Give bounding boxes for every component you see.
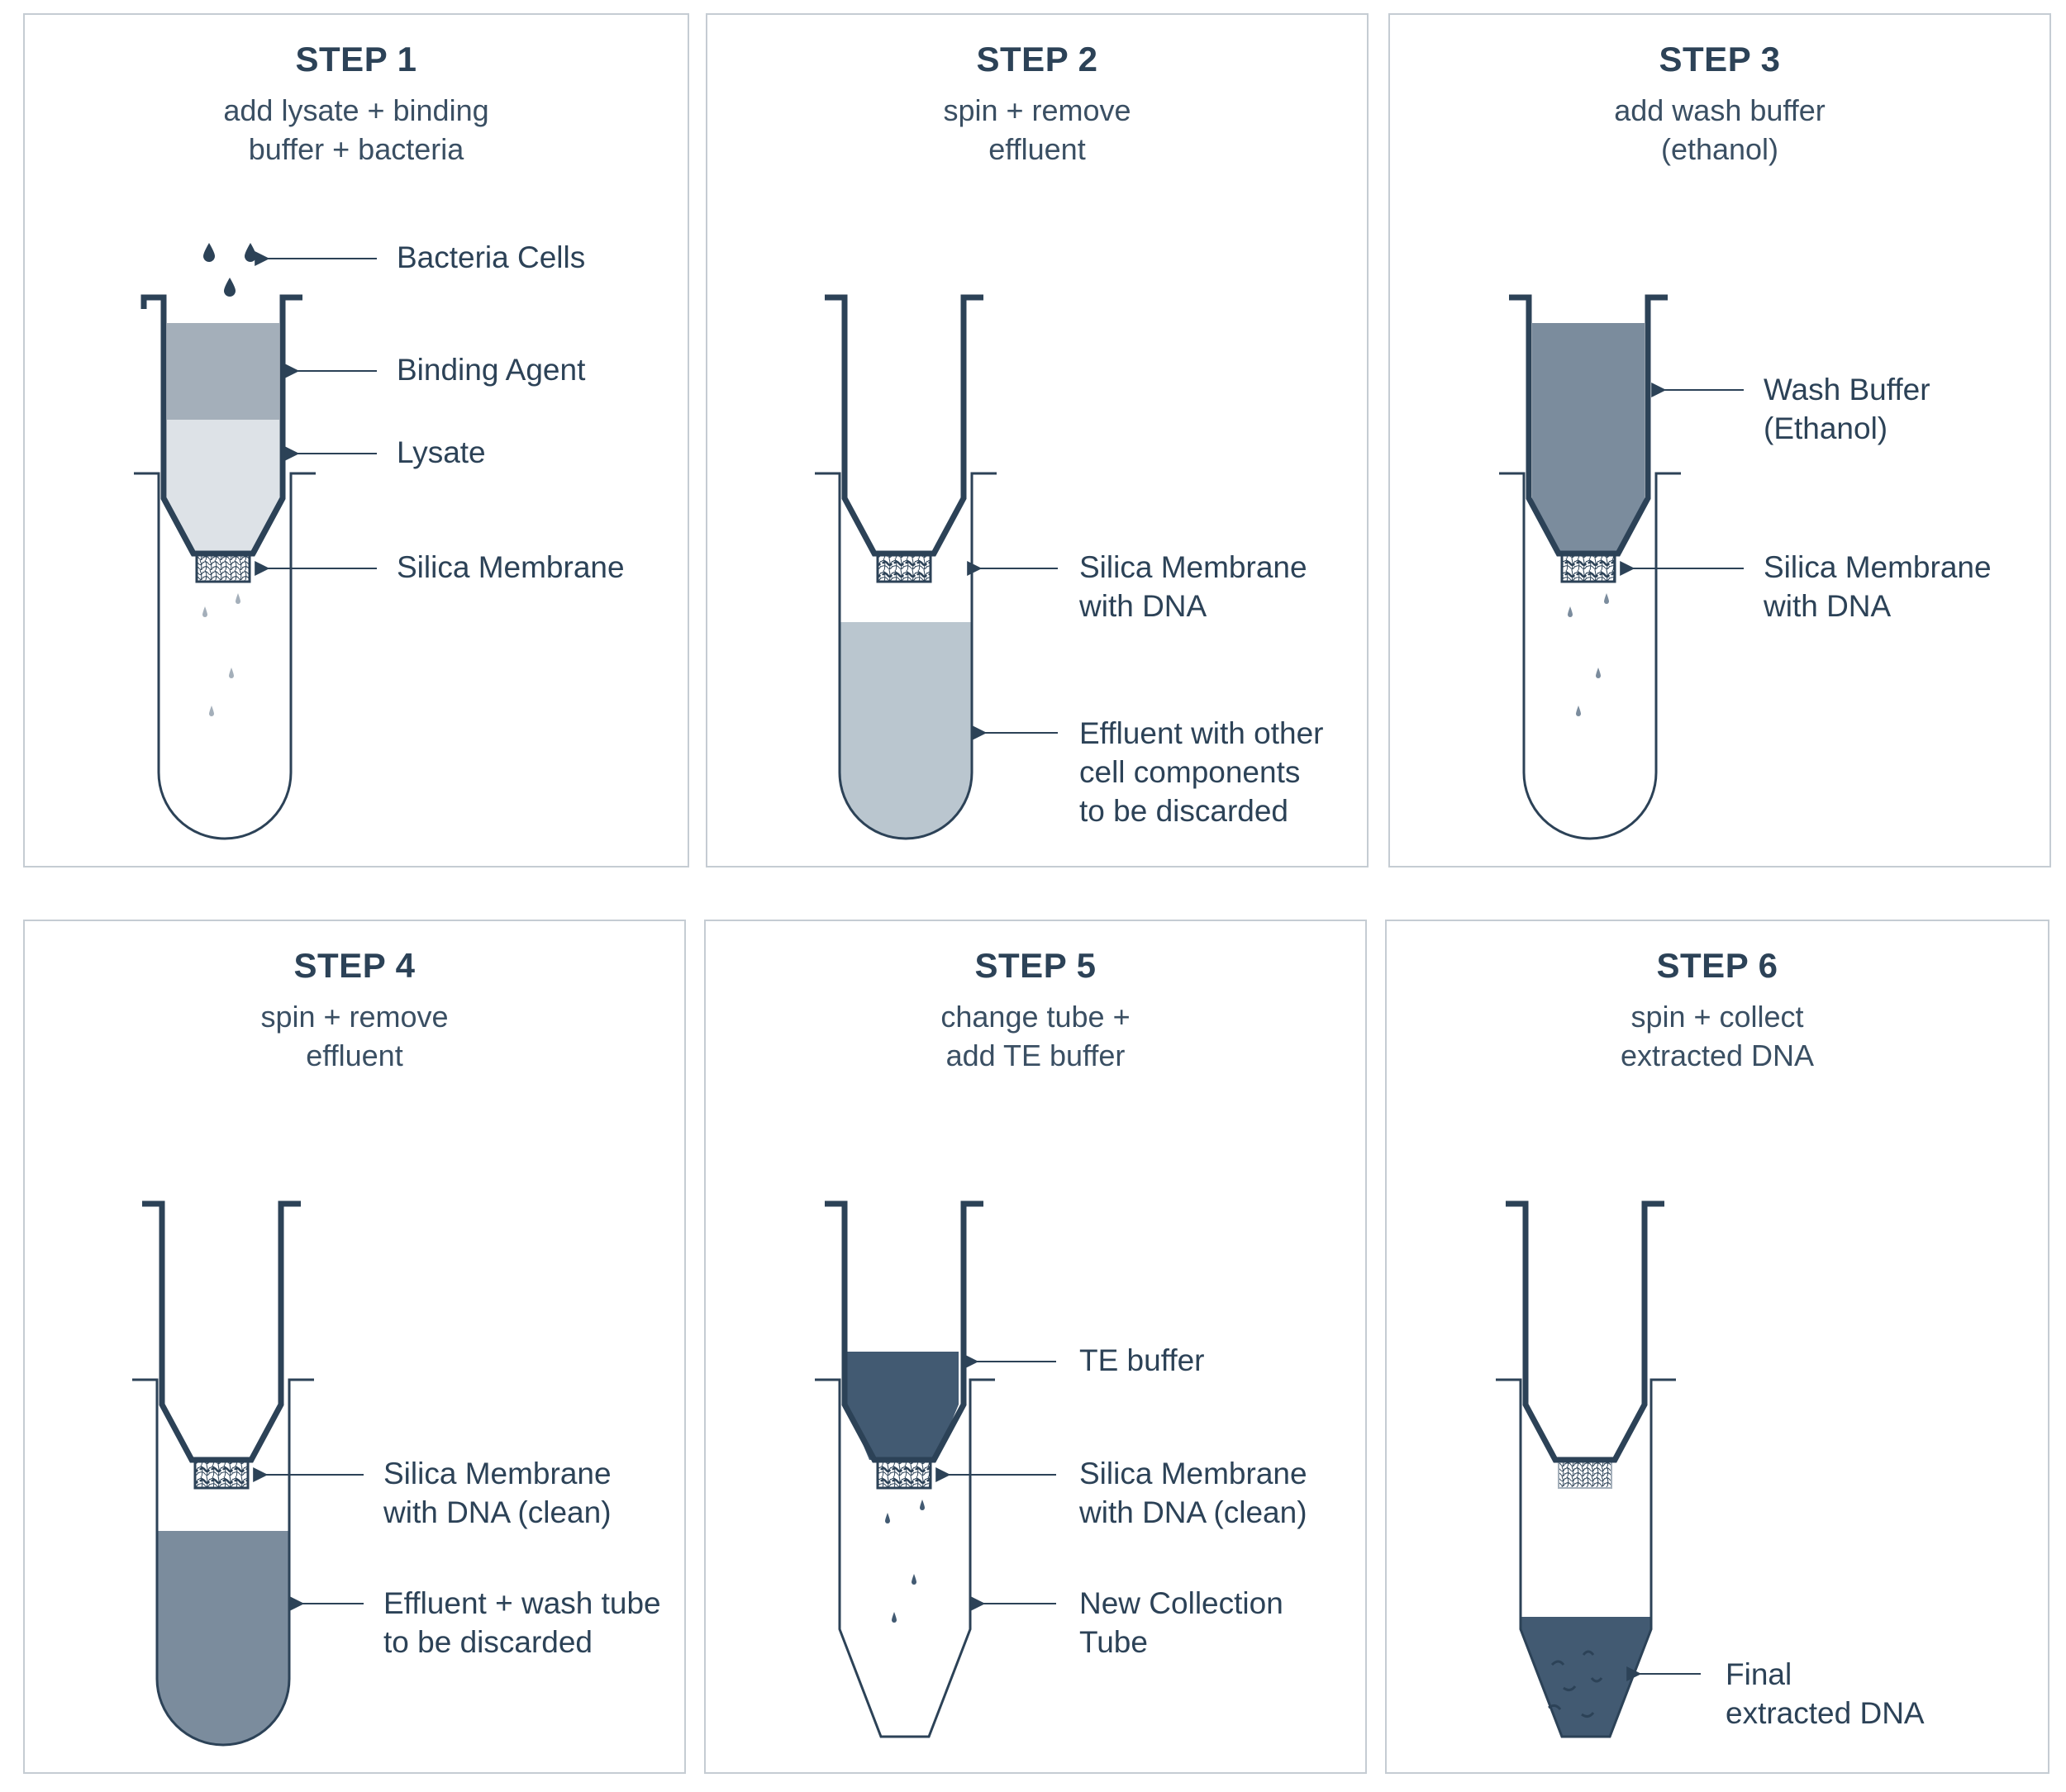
- step-5-panel: STEP 5 change tube + add TE buffer TE bu…: [704, 920, 1367, 1774]
- silica-membrane: [876, 552, 932, 583]
- step-title: STEP 6: [1656, 946, 1778, 985]
- collection-tube: [132, 1378, 314, 1747]
- spin-column-diagram: [1496, 1200, 1701, 1738]
- step-subtitle-line-1: change tube +: [940, 1000, 1131, 1034]
- spin-column: [142, 1200, 301, 1463]
- spin-column-diagram: [815, 294, 1058, 840]
- step-subtitle-line-1: add wash buffer: [1614, 93, 1826, 127]
- label-binding-agent: Binding Agent: [397, 353, 586, 387]
- collection-tube: [1499, 472, 1681, 840]
- bacteria-drop: [203, 243, 215, 262]
- spin-column-diagram: [132, 1200, 364, 1747]
- silica-membrane: [193, 1458, 250, 1490]
- bacteria-drop: [245, 243, 256, 262]
- step-6-panel: STEP 6 spin + collect extracted DNA Fina…: [1385, 920, 2049, 1774]
- step-subtitle-line-2: effluent: [306, 1039, 403, 1072]
- drip-drop: [892, 1612, 897, 1623]
- drip-drop: [1596, 668, 1601, 678]
- drip-drop: [209, 706, 214, 716]
- spin-column-diagram: [815, 1200, 1056, 1738]
- drip-drop: [912, 1574, 916, 1585]
- te-buffer-liquid: [846, 1352, 959, 1460]
- label-wash-buffer: Wash Buffer (Ethanol): [1764, 373, 1930, 445]
- lysate-layer: [167, 420, 279, 554]
- step-subtitle-line-2: buffer + bacteria: [248, 132, 464, 166]
- label-silica-membrane: Silica Membrane with DNA (clean): [1079, 1457, 1307, 1529]
- step-subtitle-line-1: spin + remove: [260, 1000, 449, 1034]
- spin-column-diagram: [134, 243, 377, 840]
- silica-membrane: [195, 552, 251, 583]
- drip-drop: [885, 1513, 890, 1523]
- label-silica-membrane: Silica Membrane with DNA: [1764, 550, 1992, 623]
- drip-drop: [1576, 706, 1581, 716]
- step-subtitle-line-2: add TE buffer: [945, 1039, 1126, 1072]
- silica-membrane: [876, 1458, 932, 1490]
- label-bacteria-cells: Bacteria Cells: [397, 240, 586, 274]
- drip-drop: [1604, 593, 1609, 604]
- step-title: STEP 3: [1659, 40, 1781, 78]
- label-effluent: Effluent with other cell components to b…: [1079, 716, 1324, 828]
- step-2-panel: STEP 2 spin + remove effluent Silica Mem…: [706, 13, 1369, 867]
- drip-drop: [920, 1500, 925, 1510]
- spin-column: [825, 1200, 983, 1463]
- bacteria-drop: [224, 278, 236, 297]
- label-te-buffer: TE buffer: [1079, 1343, 1205, 1377]
- step-subtitle-line-2: effluent: [988, 132, 1086, 166]
- spin-column: [825, 294, 983, 557]
- new-collection-tube: [815, 1378, 995, 1738]
- step-4-panel: STEP 4 spin + remove effluent Silica Mem…: [23, 920, 686, 1774]
- effluent-liquid: [157, 1531, 289, 1745]
- step-title: STEP 4: [293, 946, 416, 985]
- silica-membrane: [1558, 1459, 1612, 1489]
- spin-column-diagram: [1499, 294, 1744, 840]
- drip-drop: [236, 593, 240, 604]
- collection-tube: [815, 472, 997, 840]
- dna-strands: [1548, 1650, 1603, 1718]
- label-silica-membrane: Silica Membrane with DNA (clean): [383, 1457, 612, 1529]
- step-subtitle-line-2: extracted DNA: [1620, 1039, 1815, 1072]
- step-title: STEP 1: [295, 40, 417, 78]
- drip-drop: [1568, 606, 1573, 617]
- label-effluent: Effluent + wash tube to be discarded: [383, 1586, 661, 1659]
- collection-tube: [1496, 1378, 1676, 1738]
- drip-drop: [229, 668, 234, 678]
- spin-column: [1509, 294, 1668, 557]
- step-subtitle-line-1: spin + remove: [943, 93, 1131, 127]
- step-title: STEP 2: [976, 40, 1098, 78]
- step-subtitle-line-2: (ethanol): [1660, 132, 1779, 166]
- step-subtitle-line-1: spin + collect: [1630, 1000, 1804, 1034]
- label-new-collection-tube: New Collection Tube: [1079, 1586, 1283, 1659]
- drip-drop: [202, 606, 207, 617]
- step-subtitle-line-1: add lysate + binding: [223, 93, 489, 127]
- wash-buffer-liquid: [1532, 323, 1645, 554]
- step-1-panel: STEP 1 add lysate + binding buffer + bac…: [23, 13, 689, 867]
- label-final-dna: Final extracted DNA: [1726, 1657, 1925, 1730]
- label-silica-membrane: Silica Membrane: [397, 550, 625, 584]
- spin-column: [1506, 1200, 1664, 1463]
- label-silica-membrane: Silica Membrane with DNA: [1079, 550, 1307, 623]
- collection-tube: [134, 472, 316, 840]
- step-title: STEP 5: [974, 946, 1097, 985]
- effluent-liquid: [840, 622, 972, 839]
- binding-agent-layer: [167, 323, 279, 420]
- step-3-panel: STEP 3 add wash buffer (ethanol) Wash Bu…: [1388, 13, 2051, 867]
- label-lysate: Lysate: [397, 435, 486, 469]
- silica-membrane: [1560, 552, 1616, 583]
